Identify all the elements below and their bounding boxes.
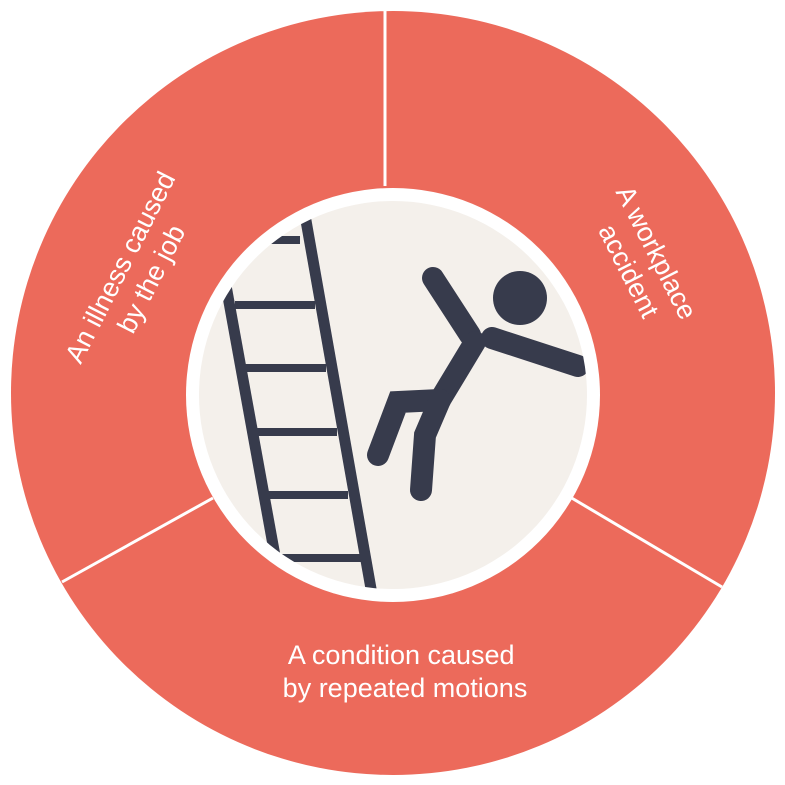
segment-label-condition: A condition caused by repeated motions [283,640,528,703]
segment-dividers [61,10,723,589]
falling-from-ladder-icon [219,214,587,589]
